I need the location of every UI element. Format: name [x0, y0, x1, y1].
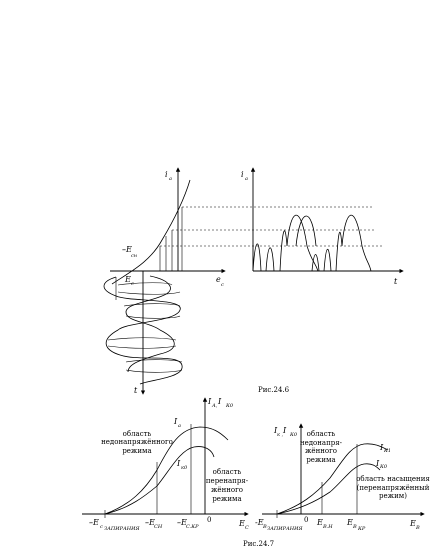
wave-hline — [107, 345, 177, 349]
curve-ik0-label: I — [375, 459, 380, 468]
ylabel2: I — [282, 426, 287, 435]
region-left-2: недонапря- — [300, 439, 343, 447]
t-left: t — [134, 386, 138, 395]
ylabel2: I — [217, 397, 222, 406]
curve-ia — [104, 426, 229, 515]
minus-E-sub: сн — [131, 253, 137, 259]
curve-ik-label: I — [176, 459, 181, 468]
current-pulse — [265, 247, 275, 272]
region-left-1: область — [123, 430, 152, 438]
t-right: t — [394, 277, 398, 286]
current-pulse — [311, 254, 320, 272]
curve-ik0 — [104, 446, 215, 515]
ec-label: e — [216, 275, 221, 284]
x-label-1: -E — [255, 518, 264, 527]
caption-24-6: Рис.24.6 — [258, 386, 290, 394]
curve-ia-sub: a — [178, 423, 181, 429]
ylabel2-sub: К0 — [289, 432, 298, 438]
ylabel-sub: к , — [277, 432, 284, 438]
region-right-4: режима — [212, 495, 241, 503]
x-label-end: E — [238, 519, 245, 528]
curve-ik0 — [276, 463, 381, 515]
x-label-1-note: ЗАПИРАНИЯ — [267, 526, 303, 532]
wave-hline — [123, 303, 181, 307]
region-right-1: область насыщения — [356, 475, 430, 483]
current-pulse-saturated — [279, 214, 319, 272]
wave-hline — [125, 369, 183, 373]
x-label-3: –E — [177, 518, 187, 527]
curve-ia-label: I — [173, 417, 178, 426]
ylabel-sub: А, — [211, 403, 218, 409]
current-pulse — [323, 248, 332, 272]
x-label-2: –E — [145, 518, 155, 527]
region-left-3: жённого — [305, 447, 337, 455]
region-right-1: область — [213, 468, 242, 476]
x-label-end: E — [409, 519, 416, 528]
wave-hline — [117, 291, 181, 295]
x-label-1-note: ЗАПИРАНИЯ — [104, 526, 140, 532]
caption-24-7: Рис.24.7 — [243, 540, 274, 548]
x-label-3-sub: B — [352, 524, 357, 530]
right-ylabel-sub: а — [245, 176, 248, 182]
figure-24-7-left: I А, I К0 I a I к0 область недонапряжённ… — [82, 397, 249, 532]
left-ylabel: i — [165, 170, 168, 179]
region-right-3: режим) — [379, 492, 407, 500]
wave-hline — [117, 282, 173, 286]
region-left-3: режима — [122, 447, 151, 455]
region-right-2: перенапря- — [206, 477, 249, 485]
region-left-1: область — [307, 430, 336, 438]
x-label-2-sub: B.H — [322, 524, 333, 530]
curve-ik0-sub: К0 — [379, 464, 388, 470]
x-label-2-sub: CH — [154, 524, 163, 530]
curve-ik-sub: к0 — [181, 465, 188, 471]
figure-24-6: i а i а –E сн E c e c t t Рис.24.6 — [103, 167, 404, 395]
zero-label: 0 — [207, 516, 211, 524]
transfer-curve — [111, 179, 191, 285]
x-label-1: –E — [89, 518, 99, 527]
left-ylabel-sub: а — [169, 176, 172, 182]
x-label-3-note: КР — [357, 526, 366, 532]
wave-hline — [107, 337, 177, 341]
x-label-end-sub: B — [415, 525, 420, 531]
figure-24-7-right: I к , I К0 I К1 I К0 область недонапря- … — [255, 423, 430, 532]
right-ylabel: i — [241, 170, 244, 179]
ec-sub: c — [221, 282, 224, 288]
curve-ik1 — [276, 443, 389, 515]
x-label-1-sub: B — [262, 524, 267, 530]
ylabel: I — [273, 426, 278, 435]
Ec-sub: c — [131, 281, 134, 287]
Ec-label: E — [124, 275, 131, 284]
x-label-1-sub: c — [100, 524, 103, 530]
region-right-3: жённого — [211, 486, 243, 494]
curve-ik1-sub: К1 — [383, 448, 391, 454]
minus-E-label: –E — [122, 245, 132, 254]
x-label-3: E — [346, 518, 353, 527]
x-label-end-sub: C — [245, 525, 249, 531]
ylabel: I — [207, 397, 212, 406]
x-label-3-sub: C.КР — [186, 524, 199, 530]
current-pulse-saturated — [335, 214, 372, 272]
zero-label: 0 — [304, 516, 308, 524]
ylabel2-sub: К0 — [225, 403, 234, 409]
region-right-2: (перенапряжённый — [357, 484, 430, 492]
current-pulse — [252, 243, 262, 272]
wave-hline — [125, 359, 183, 363]
input-sinusoid-2 — [125, 275, 175, 373]
region-left-4: режима — [306, 456, 335, 464]
x-label-2: E — [316, 518, 323, 527]
current-pulse-overlay — [295, 215, 317, 247]
wave-hline — [125, 315, 181, 319]
curve-ik1-label: I — [379, 443, 384, 452]
region-left-2: недонапряжённого — [101, 438, 173, 446]
